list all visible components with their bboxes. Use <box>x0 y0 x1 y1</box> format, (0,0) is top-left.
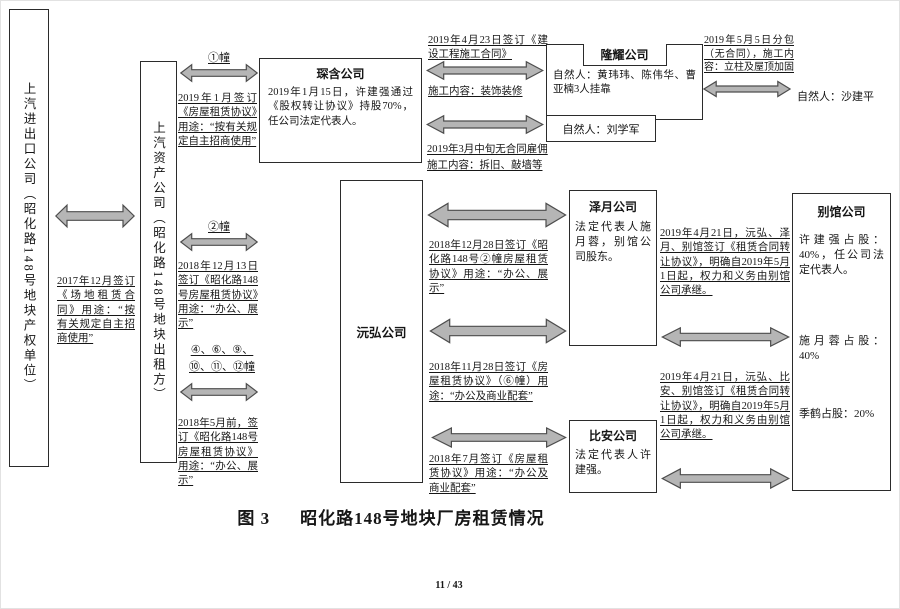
node-chenhan-body: 2019年1月15日，许建强通过《股权转让协议》持股70%，任公司法定代表人。 <box>268 87 413 127</box>
edge-building1-lease-label: 2019年1月签订《房屋租赁协议》用途：“按有关规定自主招商使用” <box>178 93 257 147</box>
node-liu-xuejun: 自然人：刘学军 <box>546 115 656 142</box>
edge-multi-building-tag-line1: ④、⑥、⑨、 <box>190 344 254 356</box>
edge-multi-building-tag-line2: ⑩、⑪、⑫幢 <box>189 360 255 373</box>
double-arrow-icon <box>55 203 135 229</box>
edge-building6-lease-label: 2018年11月28日签订《房屋租赁协议》（⑥幢）用途：“办公及商业配套” <box>429 362 548 402</box>
edge-building1-tag: ①幢 <box>208 52 230 64</box>
double-arrow-icon <box>180 382 258 402</box>
node-yuanhong: 沅弘公司 <box>340 180 423 483</box>
node-bieguan-line1: 许建强占股：40%，任公司法定代表人。 <box>799 234 884 277</box>
edge-no-contract-hire-label: 2019年3月中旬无合同雇佣 <box>427 144 548 155</box>
edge-zeyue-lease-label: 2018年12月28日签订《昭化路148号②幢房屋租赁协议》用途：“办公、展示” <box>429 240 548 294</box>
node-zeyue: 泽月公司 法定代表人施月蓉，别馆公司股东。 <box>569 190 657 346</box>
edge-multi-building-tag: ④、⑥、⑨、 ⑩、⑪、⑫幢 <box>185 342 259 375</box>
double-arrow-icon <box>180 63 258 83</box>
double-arrow-icon <box>661 467 790 490</box>
edge-bian-lease-label: 2018年7月签订《房屋租赁协议》用途：“办公及商业配套” <box>429 454 548 494</box>
node-saic-asset-label: 上汽资产公司（昭化路148号地块出租方） <box>151 121 165 403</box>
node-bian: 比安公司 法定代表人许建强。 <box>569 420 657 493</box>
double-arrow-icon <box>427 201 567 229</box>
edge-zeyue-transfer-label: 2019年4月21日，沅弘、泽月、别馆签订《租赁合同转让协议》，明确自2019年… <box>660 228 790 297</box>
double-arrow-icon <box>703 80 791 98</box>
node-zeyue-body: 法定代表人施月蓉，别馆公司股东。 <box>575 221 651 264</box>
node-bieguan-title: 别馆公司 <box>817 205 866 219</box>
figure-caption-title: 昭化路148号地块厂房租赁情况 <box>300 509 545 528</box>
edge-building2-lease-label: 2018年12月13日签订《昭化路148号房屋租赁协议》用途：“办公、展示” <box>178 261 258 330</box>
node-chenhan-title: 琛含公司 <box>316 67 365 81</box>
node-yuanhong-title: 沅弘公司 <box>356 326 407 340</box>
node-zeyue-title: 泽月公司 <box>588 200 637 214</box>
node-saic-asset: 上汽资产公司（昭化路148号地块出租方） <box>140 61 177 463</box>
node-chenhan: 琛含公司 2019年1月15日，许建强通过《股权转让协议》持股70%，任公司法定… <box>259 58 422 163</box>
node-longyao-title: 隆耀公司 <box>582 44 667 66</box>
node-longyao: 隆耀公司 自然人：黄玮玮、陈伟华、曹亚楠3人挂靠 <box>546 44 703 120</box>
node-saic-import-export-label: 上汽进出口公司（昭化路148号地块产权单位） <box>21 82 36 394</box>
double-arrow-icon <box>180 232 258 252</box>
edge-site-lease-label: 2017年12月签订《场地租赁合同》用途：“按有关规定自主招商使用” <box>57 276 135 345</box>
figure-caption-prefix: 图 3 <box>237 509 271 528</box>
double-arrow-icon <box>661 326 790 348</box>
edge-no-contract-scope-label: 施工内容：拆旧、敲墙等 <box>427 159 543 171</box>
node-bian-body: 法定代表人许建强。 <box>575 449 651 477</box>
double-arrow-icon <box>426 60 544 81</box>
node-liu-xuejun-label: 自然人：刘学军 <box>562 123 640 136</box>
node-sha-jianping-label: 自然人：沙建平 <box>797 91 874 103</box>
node-saic-import-export: 上汽进出口公司（昭化路148号地块产权单位） <box>9 9 49 467</box>
node-bieguan: 别馆公司 许建强占股：40%，任公司法定代表人。 施月蓉占股：40% 季鹤占股：… <box>792 193 891 491</box>
double-arrow-icon <box>429 317 567 345</box>
node-longyao-body: 自然人：黄玮玮、陈伟华、曹亚楠3人挂靠 <box>553 70 696 96</box>
edge-no-contract-hire: 2019年3月中旬无合同雇佣 施工内容：拆旧、敲墙等 <box>427 142 559 174</box>
edge-construction-contract-label: 2019年4月23日签订《建设工程施工合同》 <box>428 35 548 61</box>
double-arrow-icon <box>426 114 544 135</box>
edge-construction-scope-label: 施工内容：装饰装修 <box>428 86 523 97</box>
node-bian-title: 比安公司 <box>588 429 637 443</box>
edge-building2-tag: ②幢 <box>208 221 230 233</box>
edge-multi-building-lease-label: 2018年5月前，签订《昭化路148号房屋租赁协议》用途：“办公、展示” <box>178 418 258 487</box>
node-bieguan-line3: 季鹤占股：20% <box>799 407 875 420</box>
page-number: 11 / 43 <box>435 580 463 591</box>
double-arrow-icon <box>431 426 567 449</box>
node-bieguan-line2: 施月蓉占股：40% <box>799 334 884 362</box>
edge-bian-transfer-label: 2019年4月21日，沅弘、比安、别馆签订《租赁合同转让协议》，明确自2019年… <box>660 372 790 441</box>
edge-subcontract-label: 2019年5月5日分包（无合同），施工内容：立柱及屋顶加固 <box>704 35 794 74</box>
figure-caption: 图 3 昭化路148号地块厂房租赁情况 <box>216 504 566 529</box>
